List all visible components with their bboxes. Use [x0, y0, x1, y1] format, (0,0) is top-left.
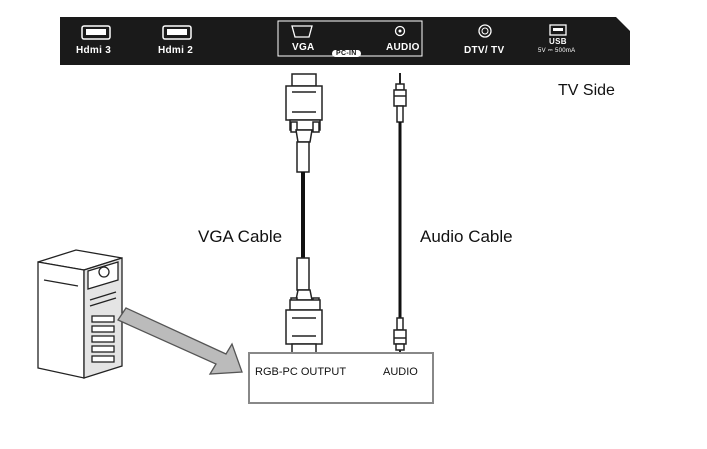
rgb-pc-output-label: RGB-PC OUTPUT: [255, 366, 347, 378]
computer-tower-icon: [37, 249, 123, 379]
usb-label: USB: [549, 37, 567, 46]
usb-spec-label: 5V ⎓ 500mA: [538, 48, 576, 54]
vga-port-label: VGA: [292, 42, 315, 53]
pc-audio-label: AUDIO: [383, 366, 418, 378]
vga-connector-bottom: [285, 257, 323, 355]
audio-port-label: AUDIO: [386, 42, 420, 53]
vga-connector-top: [285, 73, 323, 173]
audio-plug-top: [393, 73, 407, 123]
pc-connector-panel: [248, 352, 434, 404]
hdmi2-label: Hdmi 2: [158, 45, 194, 56]
tv-side-label: TV Side: [558, 82, 615, 99]
hdmi3-label: Hdmi 3: [76, 45, 112, 56]
arrow-icon: [117, 307, 243, 375]
tv-back-panel: Hdmi 3 Hdmi 2 VGA PC-IN AUDIO DTV/ TV US…: [60, 17, 630, 65]
dtv-tv-label: DTV/ TV: [464, 45, 505, 56]
audio-cable-label: Audio Cable: [420, 227, 513, 246]
vga-cable-label: VGA Cable: [198, 227, 283, 246]
pc-in-label: PC-IN: [332, 50, 361, 57]
